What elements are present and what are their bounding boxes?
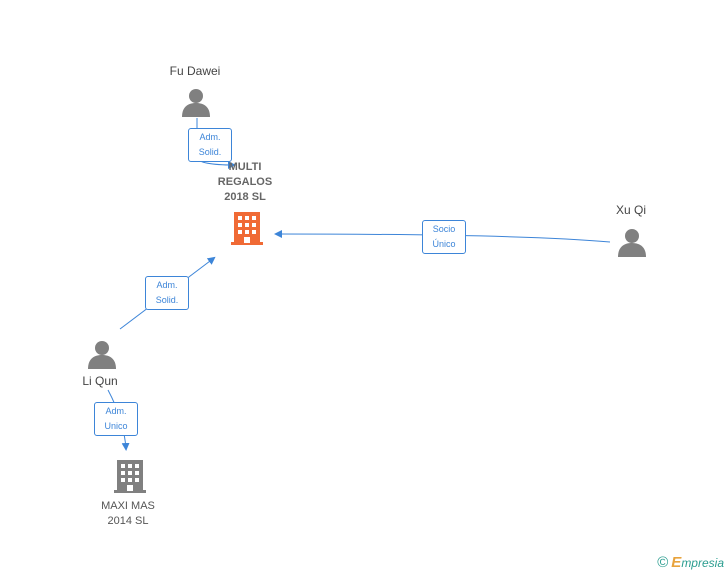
edge-label-fu-to-multi: Adm. Solid. [188, 128, 232, 162]
person-label-xu-qi[interactable]: Xu Qi [615, 203, 646, 217]
edge-label-line: Solid. [155, 295, 179, 305]
edge-xu-to-multi [274, 230, 611, 243]
edge-label-line: Unico [104, 421, 128, 431]
company-label-multi-regalos[interactable]: MULTI REGALOS 2018 SL [217, 161, 273, 203]
person-label-li-qun[interactable]: Li Qun [82, 374, 118, 388]
edge-label-line: Adm. [105, 406, 127, 416]
edge-label-line: Adm. [199, 132, 221, 142]
edge-label-xu-to-multi: Socio Único [422, 220, 466, 254]
company-label-maxi-mas[interactable]: MAXI MAS 2014 SL [101, 500, 155, 527]
person-label-fu-dawei[interactable]: Fu Dawei [169, 64, 221, 78]
edge-label-li-to-multi: Adm. Solid. [145, 276, 189, 310]
person-icon[interactable] [182, 89, 210, 117]
edge-label-li-to-maxi: Adm. Unico [94, 402, 138, 436]
edge-label-line: Solid. [198, 147, 222, 157]
brand-logo-letter: E [671, 554, 682, 571]
person-icon[interactable] [88, 341, 116, 369]
copyright-icon: © [657, 554, 669, 571]
brand-footer: ©Empresia [657, 554, 724, 571]
person-icon[interactable] [618, 229, 646, 257]
edge-label-line: Único [432, 239, 456, 249]
edge-label-line: Socio [432, 224, 456, 234]
edge-label-line: Adm. [156, 280, 178, 290]
brand-name: mpresia [681, 556, 724, 570]
building-icon[interactable] [231, 212, 263, 245]
building-icon[interactable] [114, 460, 146, 493]
